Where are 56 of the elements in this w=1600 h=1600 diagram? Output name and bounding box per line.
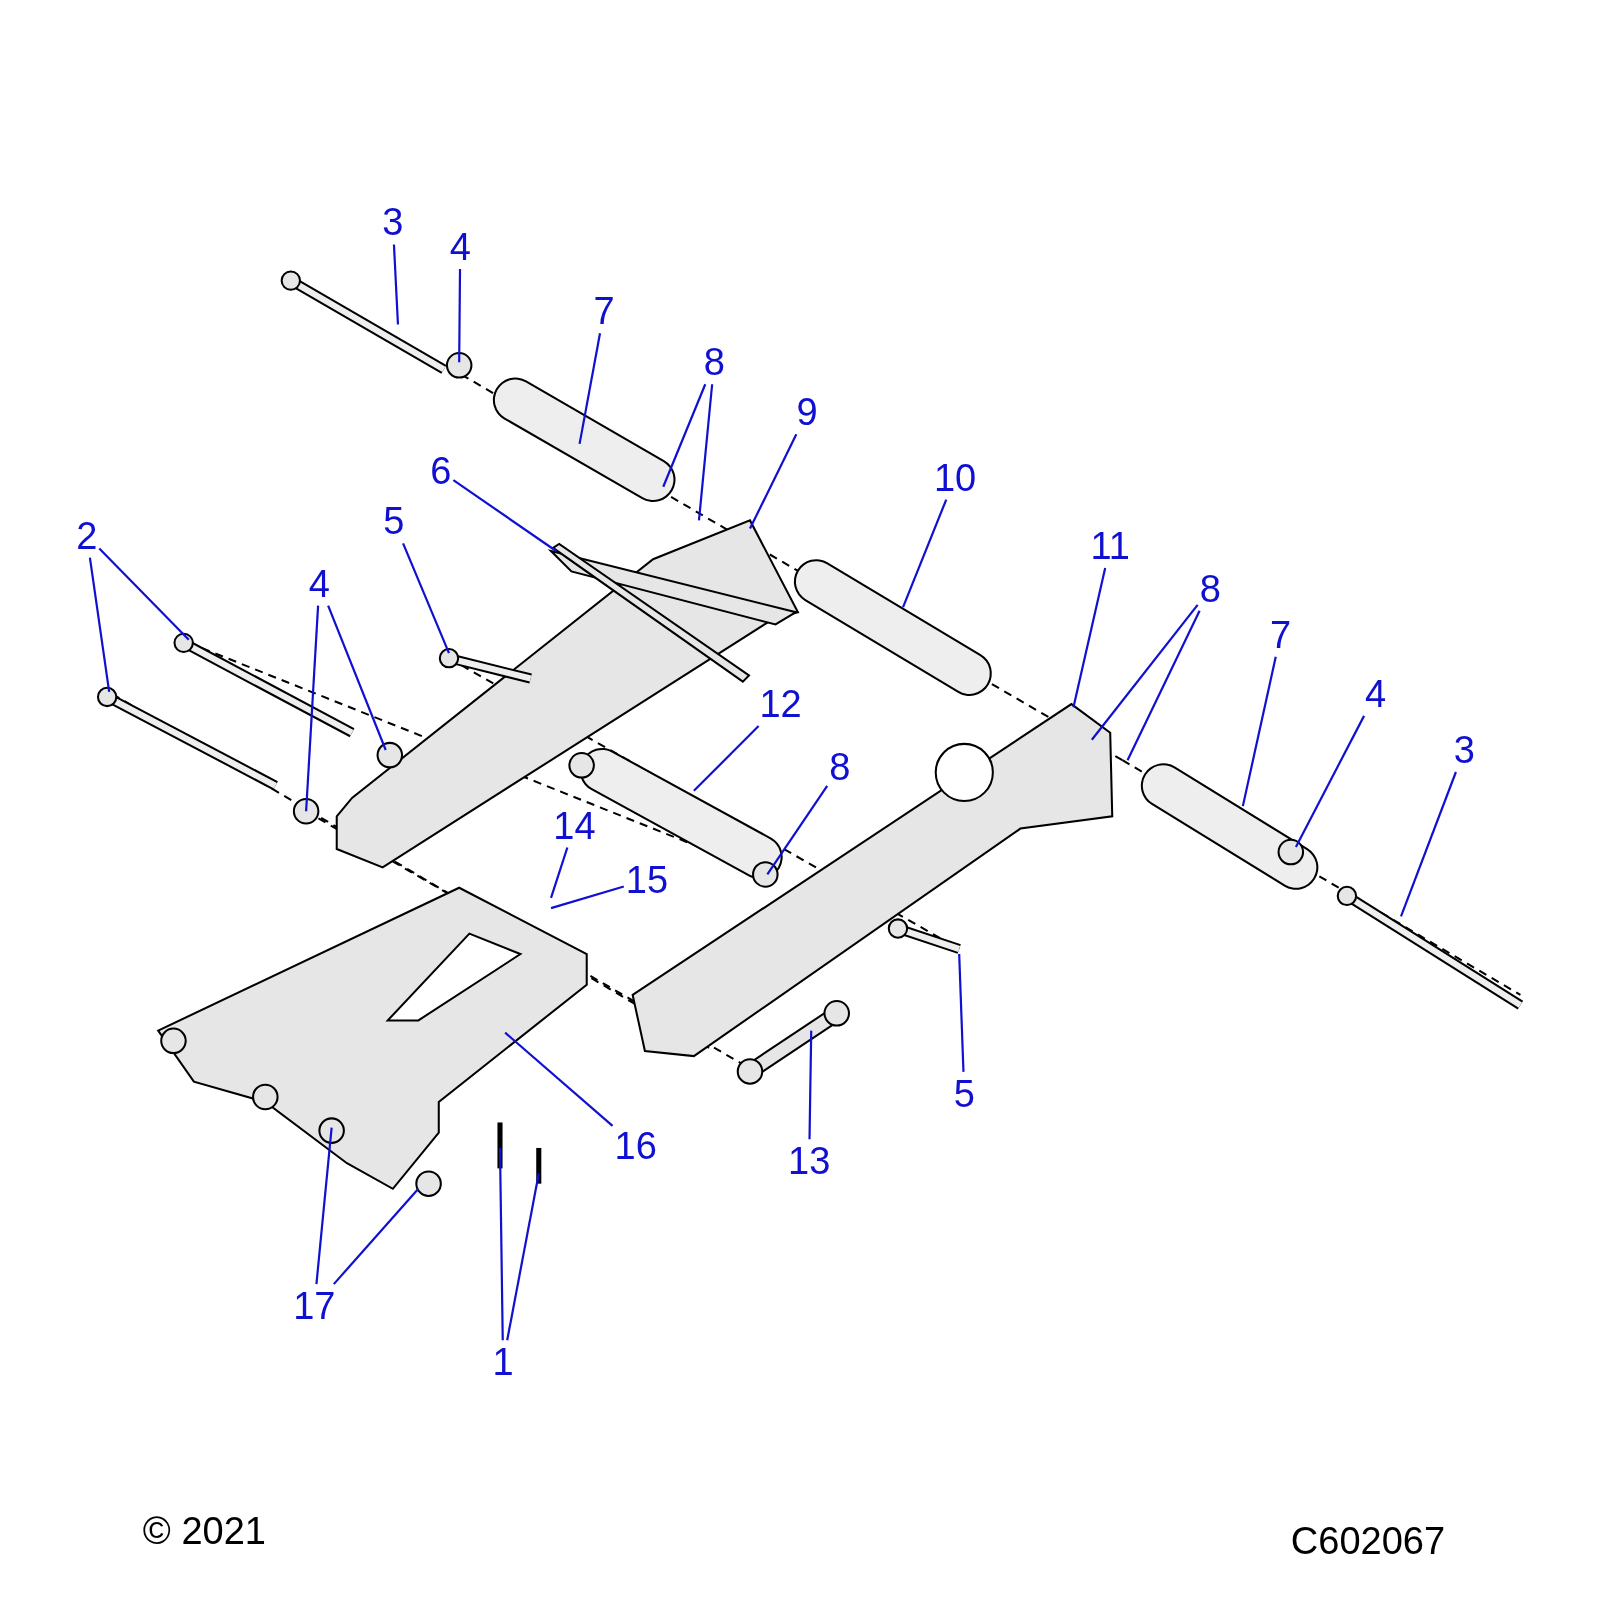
callout-number: 8 xyxy=(1199,568,1221,609)
leader-line xyxy=(88,557,111,692)
callout-number: 13 xyxy=(788,1141,831,1182)
copyright-notice: © 2021 xyxy=(142,1510,266,1553)
leader-line xyxy=(697,384,714,521)
leader-line xyxy=(402,543,450,654)
callout-number: 17 xyxy=(293,1286,336,1327)
callout-number: 9 xyxy=(796,392,818,433)
leader-line xyxy=(1090,604,1199,741)
callout-number: 4 xyxy=(449,226,471,267)
callout-number: 11 xyxy=(1090,525,1130,566)
leader-line xyxy=(1072,567,1107,708)
leader-line xyxy=(1241,656,1277,807)
leader-line xyxy=(958,954,965,1072)
leader-line xyxy=(808,1030,813,1140)
callout-number: 5 xyxy=(383,501,405,542)
callout-number: 8 xyxy=(703,342,725,383)
leader-line xyxy=(498,1147,504,1341)
leader-line xyxy=(452,479,557,552)
leader-line xyxy=(550,885,625,910)
leader-line xyxy=(662,383,707,488)
callout-number: 7 xyxy=(593,291,615,332)
leader-line xyxy=(458,268,462,363)
leader-line xyxy=(549,847,569,899)
leader-line xyxy=(578,333,602,445)
leader-line xyxy=(1400,771,1457,917)
callout-number: 15 xyxy=(625,859,669,900)
callout-number: 3 xyxy=(382,202,404,243)
leader-line xyxy=(327,605,387,751)
leader-line xyxy=(506,1173,540,1341)
callout-number: 5 xyxy=(953,1073,975,1114)
callout-number: 4 xyxy=(1364,673,1387,714)
callout-number: 16 xyxy=(614,1125,657,1166)
leader-line xyxy=(1294,715,1366,848)
leader-line xyxy=(98,547,190,641)
callout-number: 6 xyxy=(430,451,452,492)
callout-number: 4 xyxy=(308,563,330,604)
callout-number: 14 xyxy=(553,805,596,846)
callout-number: 7 xyxy=(1270,614,1292,655)
leader-line xyxy=(766,785,829,876)
callout-number: 8 xyxy=(829,747,851,788)
leader-line xyxy=(315,1127,333,1285)
callout-number: 10 xyxy=(933,457,977,498)
drawing-number: C602067 xyxy=(1290,1520,1446,1563)
leader-line xyxy=(749,433,798,530)
leader-line xyxy=(392,244,400,325)
callout-number: 1 xyxy=(492,1342,514,1383)
leader-line xyxy=(305,605,320,812)
leader-line xyxy=(1126,610,1201,761)
leader-line xyxy=(332,1188,420,1285)
callout-number: 3 xyxy=(1453,730,1475,770)
callout-number: 2 xyxy=(76,515,98,556)
leader-line xyxy=(693,725,760,792)
leader-line xyxy=(504,1031,614,1127)
callout-number: 12 xyxy=(759,684,802,725)
leader-line xyxy=(902,499,948,608)
